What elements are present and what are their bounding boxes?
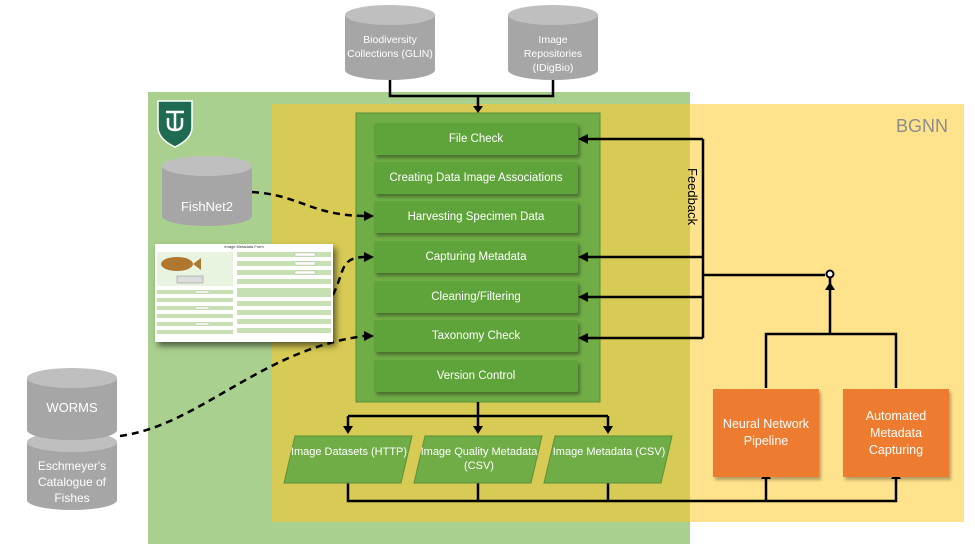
automated-metadata-capturing-box: Automated Metadata Capturing [843, 389, 949, 477]
neural-network-pipeline-box: Neural Network Pipeline [713, 389, 819, 477]
fishnet-cylinder [162, 156, 252, 226]
step-version-control: Version Control [374, 360, 578, 392]
image-repositories-cylinder [508, 5, 598, 80]
worms-label: WORMS [46, 400, 98, 415]
sources-merge-connector [388, 80, 555, 106]
form-title: Image Metadata Form [224, 244, 264, 249]
step-harvesting-specimen-data: Harvesting Specimen Data [374, 201, 578, 233]
output-connectors [346, 402, 898, 503]
output-image-datasets: Image Datasets (HTTP) [290, 446, 408, 458]
fish-image-icon [161, 257, 193, 271]
feedback-label: Feedback [685, 168, 700, 226]
worms-cylinder [27, 368, 117, 440]
step-creating-data-image-associations: Creating Data Image Associations [374, 162, 578, 194]
image-repositories-label: Image Repositories (IDigBio) [523, 34, 583, 74]
output-image-metadata: Image Metadata (CSV) [552, 446, 666, 458]
dashed-connectors [119, 190, 365, 438]
bgnn-label: BGNN [896, 116, 949, 136]
step-taxonomy-check: Taxonomy Check [374, 320, 578, 352]
tulane-shield-icon [157, 100, 193, 148]
step-cleaning-filtering: Cleaning/Filtering [374, 281, 578, 313]
metadata-form-thumbnail: Image Metadata Form [155, 244, 333, 342]
output-shape-3 [543, 435, 673, 484]
step-file-check: File Check [374, 123, 578, 155]
biodiversity-collections-label: Biodiversity Collections (GLIN) [347, 34, 433, 60]
output-shape-2 [413, 435, 543, 484]
biodiversity-collections-cylinder [345, 5, 435, 80]
form-fields [157, 252, 331, 334]
step-capturing-metadata: Capturing Metadata [374, 241, 578, 273]
fishnet-label: FishNet2 [180, 199, 234, 214]
output-image-quality-metadata: Image Quality Metadata (CSV) [420, 446, 538, 472]
output-shape-1 [283, 435, 413, 484]
eschmeyer-label: Eschmeyer's Catalogue of Fishes [37, 459, 107, 505]
feedback-connector [588, 137, 898, 388]
